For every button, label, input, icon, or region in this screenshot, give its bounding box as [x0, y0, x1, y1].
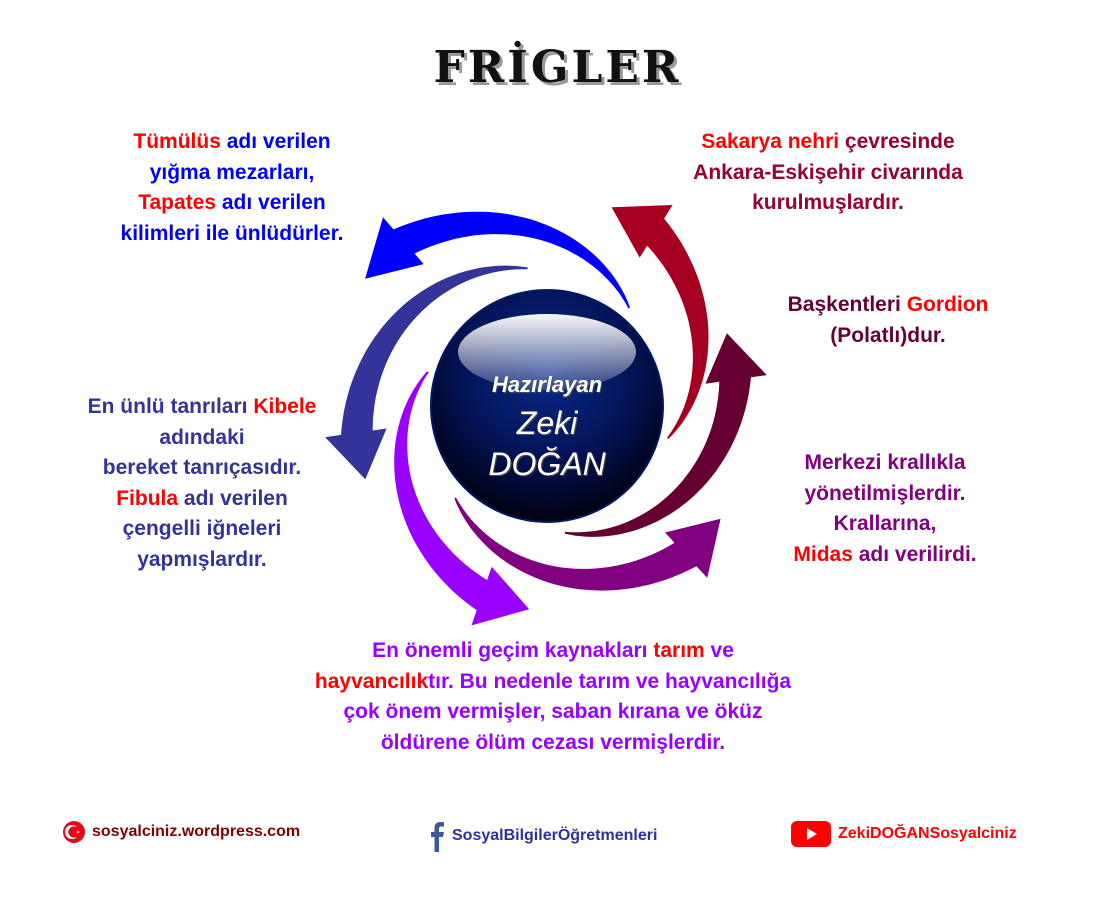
text-line: kilimleri ile ünlüdürler.	[121, 219, 344, 250]
text-line: bereket tanrıçasıdır.	[88, 453, 317, 484]
text-segment: çok önem vermişler, saban kırana ve öküz	[343, 700, 763, 723]
highlighted-term: Tümülüs	[133, 130, 221, 153]
text-segment: En ünlü tanrıları	[87, 395, 254, 418]
text-block-capital: Başkentleri Gordion(Polatlı)dur.	[788, 290, 989, 351]
arrow-red-icon	[611, 205, 709, 439]
text-segment: adı verilirdi.	[852, 542, 977, 566]
highlighted-term: tarım	[653, 639, 705, 662]
text-segment: kilimleri ile ünlüdürler.	[120, 221, 344, 245]
text-segment: çengelli iğneleri	[122, 517, 282, 540]
text-line: kurulmuşlardır.	[693, 188, 963, 219]
text-line: En önemli geçim kaynakları tarım ve	[315, 636, 791, 667]
text-segment: (Polatlı)dur.	[830, 323, 946, 347]
text-segment: adı verilen	[220, 130, 331, 153]
arrow-maroon-icon	[564, 333, 767, 537]
text-block-government: Merkezi krallıkla yönetilmişlerdir. Kralla…	[793, 448, 976, 570]
text-segment: öldürene ölüm cezası vermişlerdir.	[380, 730, 726, 754]
turkish-flag-icon	[63, 821, 85, 843]
footer-facebook[interactable]: SosyalBilgilerÖğretmenleri	[428, 820, 657, 852]
center-author-first: Zeki	[516, 405, 578, 441]
text-line: adındaki	[88, 423, 317, 454]
arrow-blue-icon	[365, 211, 630, 309]
text-line: çengelli iğneleri	[88, 514, 317, 545]
text-segment: bereket tanrıçasıdır.	[102, 456, 302, 479]
text-line: çok önem vermişler, saban kırana ve öküz	[315, 697, 791, 728]
footer-youtube[interactable]: ZekiDOĞANSosyalciniz	[790, 820, 1017, 848]
arrow-violet-icon	[394, 371, 530, 626]
page-title: FRİGLER	[433, 42, 682, 93]
text-line: Sakarya nehri çevresinde	[693, 127, 963, 158]
text-line: En ünlü tanrıları Kibele	[88, 392, 317, 423]
text-segment: tır. Bu nedenle tarım ve hayvancılığa	[428, 669, 792, 693]
text-line: Tümülüs adı verilen	[121, 127, 344, 158]
footer-website[interactable]: sosyalciniz.wordpress.com	[62, 820, 300, 844]
youtube-icon	[791, 821, 831, 847]
text-segment: yapmışlardır.	[137, 547, 267, 571]
text-segment: adı verilen	[178, 486, 288, 510]
text-segment: çevresinde	[839, 130, 955, 153]
text-segment: kurulmuşlardır.	[752, 191, 904, 214]
text-line: Ankara-Eskişehir civarında	[693, 158, 963, 189]
facebook-icon	[431, 822, 444, 852]
text-segment: Merkezi krallıkla	[804, 451, 966, 474]
text-line: Başkentleri Gordion	[788, 290, 989, 321]
text-line: Tapates adı verilen	[121, 188, 344, 219]
text-segment: yönetilmişlerdir.	[804, 481, 966, 505]
text-segment: adı verilen	[216, 191, 326, 214]
text-segment: adındaki	[159, 425, 245, 449]
center-author-last: DOĞAN	[488, 446, 606, 482]
highlighted-term: Gordion	[906, 293, 989, 316]
text-line: yığma mezarları,	[121, 158, 344, 189]
highlighted-term: Sakarya nehri	[701, 130, 840, 153]
text-line: Krallarına,	[793, 509, 976, 540]
arrow-purple-icon	[454, 497, 721, 591]
highlighted-term: hayvancılık	[314, 669, 429, 693]
text-line: Fibula adı verilen	[88, 484, 317, 515]
text-line: Merkezi krallıkla	[793, 448, 976, 479]
sphere-gloss	[458, 314, 636, 390]
highlighted-term: Tapates	[138, 191, 217, 214]
text-segment: Ankara-Eskişehir civarında	[693, 160, 963, 184]
youtube-link[interactable]: ZekiDOĞANSosyalciniz	[838, 825, 1017, 842]
text-line: öldürene ölüm cezası vermişlerdir.	[315, 728, 791, 759]
text-line: (Polatlı)dur.	[788, 321, 989, 352]
text-segment: ve	[704, 639, 734, 662]
text-segment: Başkentleri	[787, 293, 907, 316]
text-line: yönetilmişlerdir.	[793, 479, 976, 510]
highlighted-term: Kibele	[253, 395, 317, 418]
text-segment: yığma mezarları,	[149, 160, 315, 184]
arrow-navy-icon	[325, 265, 528, 480]
text-segment: Krallarına,	[833, 512, 937, 535]
center-label-prepared-by: Hazırlayan	[491, 372, 603, 397]
text-line: yapmışlardır.	[88, 545, 317, 576]
text-segment: En önemli geçim kaynakları	[372, 639, 654, 662]
text-line: Midas adı verilirdi.	[793, 540, 976, 571]
website-link[interactable]: sosyalciniz.wordpress.com	[92, 823, 301, 840]
text-line: hayvancılıktır. Bu nedenle tarım ve hayv…	[315, 667, 791, 698]
facebook-link[interactable]: SosyalBilgilerÖğretmenleri	[452, 827, 658, 844]
highlighted-term: Midas	[793, 542, 853, 566]
highlighted-term: Fibula	[116, 486, 179, 510]
